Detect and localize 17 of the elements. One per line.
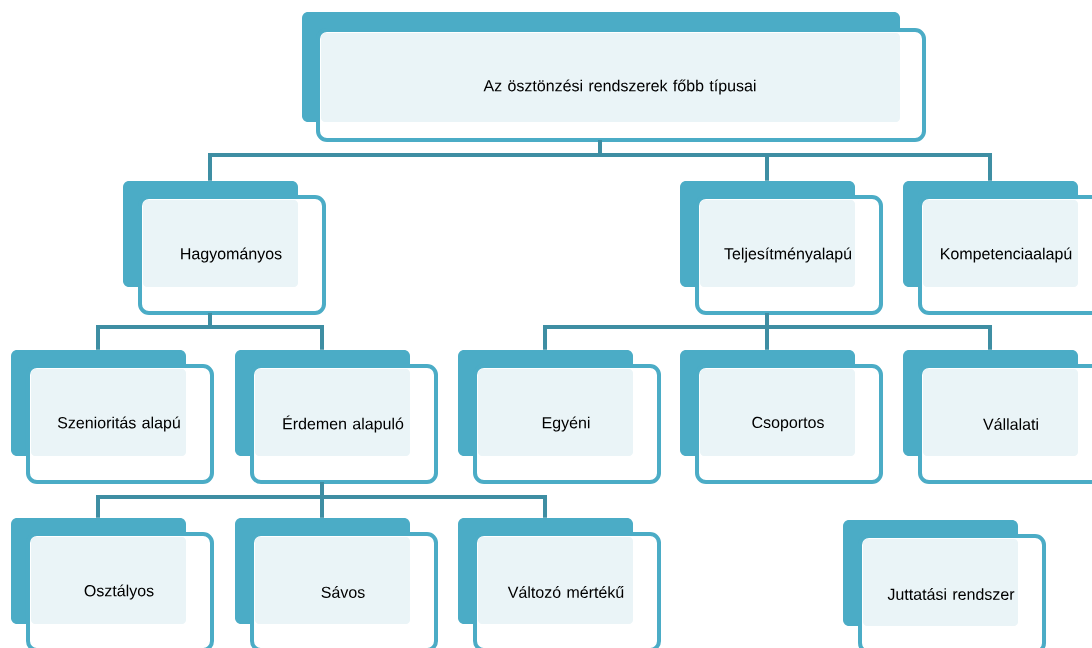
box: Teljesítményalapú — [680, 181, 883, 315]
box: Juttatási rendszer — [843, 520, 1046, 648]
connector — [208, 313, 324, 350]
box: Az ösztönzési rendszerek főbb típusai — [302, 12, 926, 142]
connector — [598, 140, 992, 181]
connector — [320, 482, 547, 518]
box: Változó mértékű — [458, 518, 661, 648]
connector — [765, 313, 992, 350]
box: Hagyományos — [123, 181, 326, 315]
box: Egyéni — [458, 350, 661, 484]
box: Szenioritás alapú — [11, 350, 214, 484]
box: Kompetenciaalapú — [903, 181, 1092, 315]
box: Érdemen alapuló — [235, 350, 438, 484]
box: Sávos — [235, 518, 438, 648]
box: Vállalati — [903, 350, 1092, 484]
box: Csoportos — [680, 350, 883, 484]
box: Osztályos — [11, 518, 214, 648]
